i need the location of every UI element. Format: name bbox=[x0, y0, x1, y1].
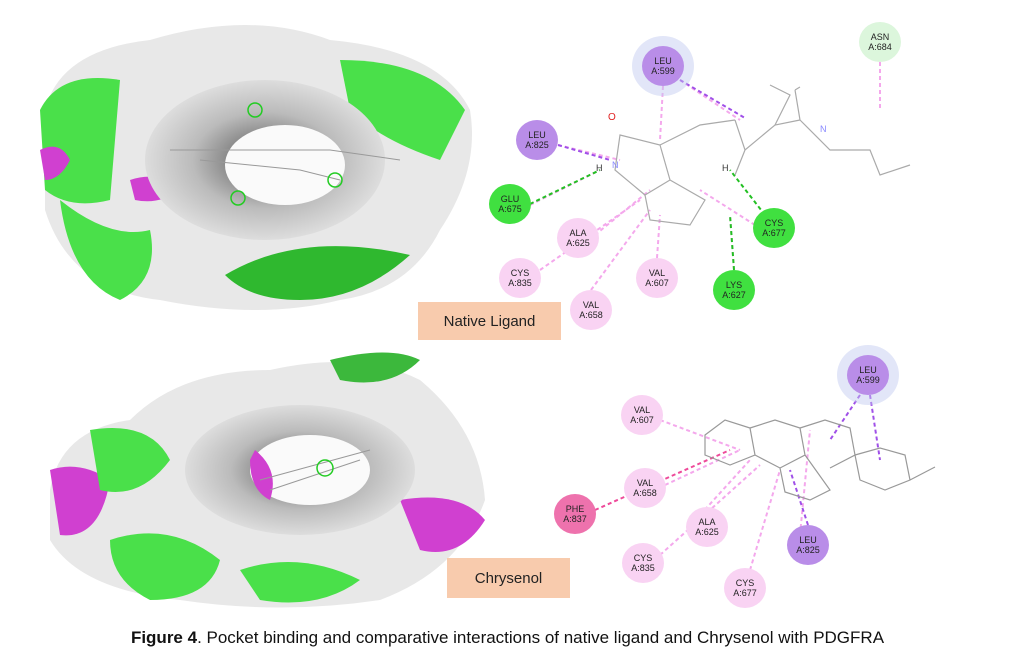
residue-id: A:599 bbox=[856, 375, 880, 385]
residue-name: GLU bbox=[500, 194, 520, 204]
residue-name: ALA bbox=[698, 517, 716, 527]
atom-hydrogen: H bbox=[722, 163, 729, 173]
residue-name: LEU bbox=[859, 365, 877, 375]
caption-prefix: Figure 4 bbox=[130, 628, 198, 647]
residue-name: LEU bbox=[799, 535, 817, 545]
residue-id: A:607 bbox=[645, 278, 669, 288]
residue-id: A:835 bbox=[631, 563, 655, 573]
residue-name: CYS bbox=[510, 268, 530, 278]
residue-id: A:835 bbox=[508, 278, 532, 288]
residue-id: A:677 bbox=[762, 228, 786, 238]
residue-name: VAL bbox=[582, 300, 600, 310]
residue-name: ALA bbox=[569, 228, 587, 238]
native-interaction-lines bbox=[529, 62, 911, 291]
residue-id: A:684 bbox=[868, 42, 892, 52]
atom-nitrogen: N bbox=[820, 124, 827, 134]
chrysenol-pocket-surface bbox=[50, 352, 485, 608]
native-ligand-label: Native Ligand bbox=[418, 302, 561, 340]
residue-name: LYS bbox=[725, 280, 743, 290]
residue-id: A:837 bbox=[563, 514, 587, 524]
residue-id: A:658 bbox=[633, 488, 657, 498]
residue-id: A:825 bbox=[525, 140, 549, 150]
residue-name: CYS bbox=[735, 578, 755, 588]
residue-id: A:658 bbox=[579, 310, 603, 320]
residue-id: A:625 bbox=[695, 527, 719, 537]
residue-id: A:825 bbox=[796, 545, 820, 555]
atom-nitrogen: N bbox=[612, 160, 619, 170]
chrysenol-label: Chrysenol bbox=[447, 558, 570, 598]
residue-name: CYS bbox=[764, 218, 784, 228]
atom-oxygen: O bbox=[608, 112, 616, 123]
native-pocket-surface bbox=[40, 25, 472, 310]
residue-name: VAL bbox=[636, 478, 654, 488]
residue-id: A:677 bbox=[733, 588, 757, 598]
residue-id: A:607 bbox=[630, 415, 654, 425]
residue-name: CYS bbox=[633, 553, 653, 563]
residue-id: A:675 bbox=[498, 204, 522, 214]
residue-name: LEU bbox=[654, 56, 672, 66]
residue-name: VAL bbox=[633, 405, 651, 415]
residue-id: A:599 bbox=[651, 66, 675, 76]
residue-id: A:627 bbox=[722, 290, 746, 300]
residue-name: ASN bbox=[870, 32, 890, 42]
residue-name: VAL bbox=[648, 268, 666, 278]
atom-hydrogen: H bbox=[596, 163, 603, 173]
caption-text: . Pocket binding and comparative interac… bbox=[197, 628, 885, 647]
residue-name: LEU bbox=[528, 130, 546, 140]
figure-caption: Figure 4. Pocket binding and comparative… bbox=[0, 628, 1015, 648]
residue-id: A:625 bbox=[566, 238, 590, 248]
residue-name: PHE bbox=[565, 504, 585, 514]
